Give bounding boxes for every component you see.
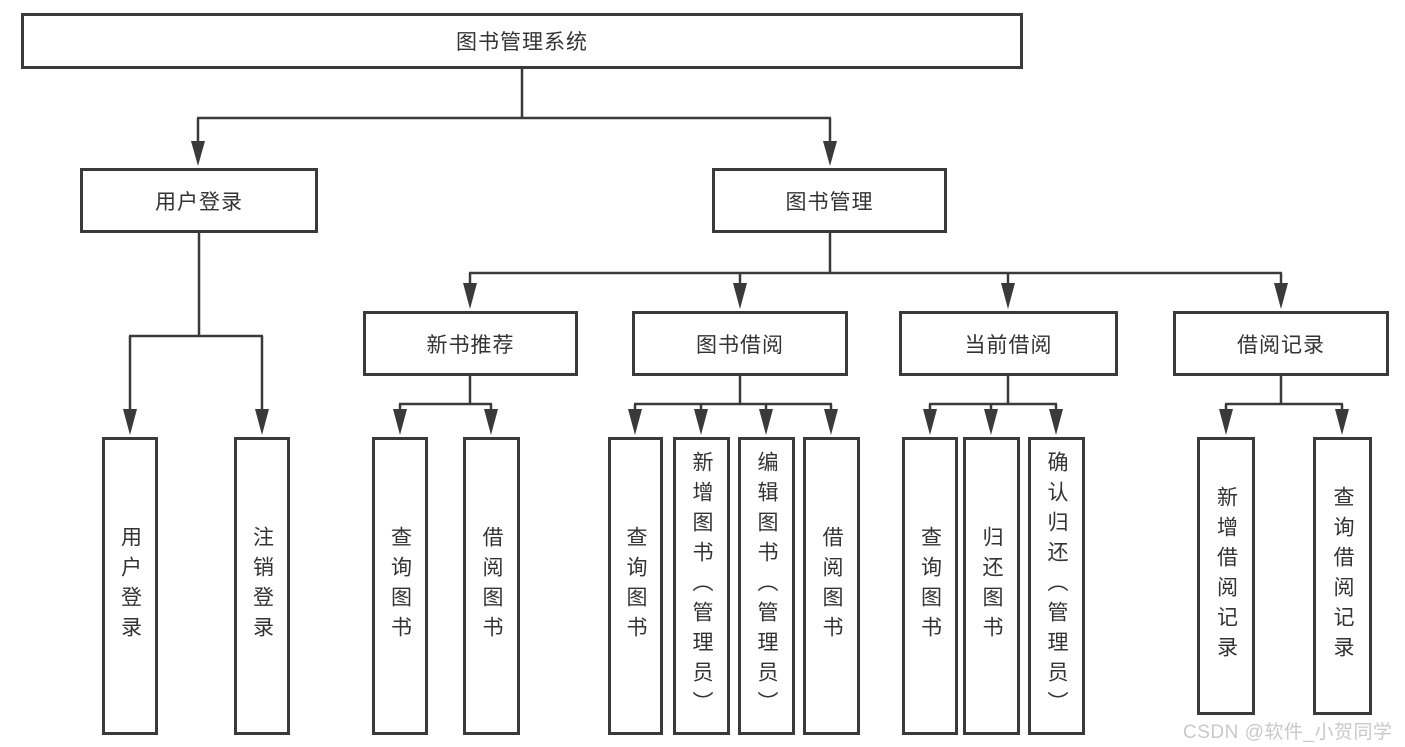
node-book-management: 图书管理 bbox=[712, 168, 947, 233]
connector-book-borrow-split bbox=[628, 376, 838, 435]
node-label: 注销登录 bbox=[250, 526, 274, 646]
arrow-head bbox=[694, 409, 708, 435]
node-library-system: 图书管理系统 bbox=[21, 13, 1023, 69]
leaf-query-book-recommend: 查询图书 bbox=[372, 437, 428, 735]
arrow-head bbox=[1274, 283, 1288, 309]
node-new-book-recommend: 新书推荐 bbox=[363, 311, 578, 376]
watermark-text: CSDN @软件_小贺同学 bbox=[1183, 722, 1393, 743]
node-label: 图书借阅 bbox=[696, 333, 784, 357]
connector-current-borrow-split bbox=[923, 376, 1063, 435]
arrow-head bbox=[1049, 409, 1063, 435]
arrow-head bbox=[628, 409, 642, 435]
connector-borrow-record-split bbox=[1219, 376, 1349, 435]
node-label: 查询图书 bbox=[624, 526, 647, 646]
node-label: 新增借阅记录 bbox=[1214, 486, 1238, 666]
leaf-add-book-admin: 新增图书（管理员） bbox=[673, 437, 730, 735]
arrow-head bbox=[1219, 409, 1233, 435]
node-label: 当前借阅 bbox=[964, 333, 1053, 357]
leaf-user-login: 用户登录 bbox=[102, 437, 158, 735]
arrow-head bbox=[733, 283, 747, 309]
node-label: 借阅图书 bbox=[480, 526, 503, 646]
node-label: 新增图书（管理员） bbox=[690, 451, 713, 721]
arrow-head bbox=[923, 409, 937, 435]
leaf-edit-book-admin: 编辑图书（管理员） bbox=[738, 437, 795, 735]
node-label: 用户登录 bbox=[155, 190, 243, 214]
connector-book-mgmt-split bbox=[463, 233, 1288, 309]
node-user-login: 用户登录 bbox=[80, 168, 318, 233]
node-label: 图书管理系统 bbox=[456, 31, 588, 54]
leaf-query-borrow-record: 查询借阅记录 bbox=[1313, 437, 1372, 715]
connector-root-split bbox=[191, 69, 837, 166]
node-book-borrow: 图书借阅 bbox=[632, 311, 848, 376]
arrow-head bbox=[759, 409, 773, 435]
node-label: 查询图书 bbox=[388, 526, 412, 646]
node-label: 查询借阅记录 bbox=[1331, 486, 1354, 666]
node-label: 借阅记录 bbox=[1237, 333, 1325, 357]
leaf-query-book-current: 查询图书 bbox=[902, 437, 958, 735]
arrow-head bbox=[824, 409, 838, 435]
arrow-head bbox=[463, 283, 477, 309]
leaf-logout: 注销登录 bbox=[234, 437, 290, 735]
arrow-head bbox=[393, 409, 407, 435]
connector-new-book-split bbox=[393, 376, 498, 435]
arrow-head bbox=[191, 141, 205, 166]
node-label: 编辑图书（管理员） bbox=[755, 451, 778, 721]
leaf-return-book: 归还图书 bbox=[963, 437, 1020, 735]
leaf-add-borrow-record: 新增借阅记录 bbox=[1197, 437, 1255, 715]
arrow-head bbox=[255, 409, 269, 435]
arrow-head bbox=[1335, 409, 1349, 435]
arrow-head bbox=[823, 141, 837, 166]
node-label: 新书推荐 bbox=[426, 333, 515, 357]
node-label: 图书管理 bbox=[785, 190, 874, 214]
node-borrow-record: 借阅记录 bbox=[1173, 311, 1389, 376]
node-label: 确认归还（管理员） bbox=[1045, 451, 1068, 721]
connector-user-login-split bbox=[123, 233, 269, 435]
node-label: 查询图书 bbox=[918, 526, 942, 646]
node-label: 借阅图书 bbox=[820, 526, 843, 646]
node-label: 用户登录 bbox=[118, 526, 142, 646]
node-current-borrow: 当前借阅 bbox=[899, 311, 1118, 376]
arrow-head bbox=[1001, 283, 1015, 309]
leaf-borrow-book-recommend: 借阅图书 bbox=[463, 437, 520, 735]
arrow-head bbox=[984, 409, 998, 435]
leaf-borrow-book: 借阅图书 bbox=[803, 437, 860, 735]
arrow-head bbox=[123, 409, 137, 435]
leaf-query-book-borrow: 查询图书 bbox=[608, 437, 663, 735]
leaf-confirm-return-admin: 确认归还（管理员） bbox=[1028, 437, 1085, 735]
node-label: 归还图书 bbox=[980, 526, 1003, 646]
arrow-head bbox=[484, 409, 498, 435]
